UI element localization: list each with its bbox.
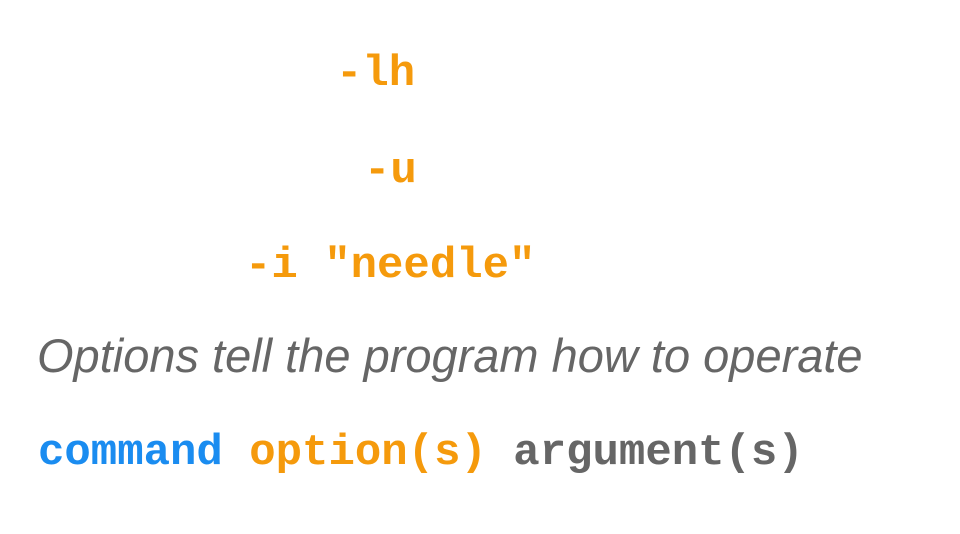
caption: Options tell the program how to operate	[37, 329, 863, 382]
syntax-command: command	[38, 428, 223, 478]
option-example-i-needle: -i "needle"	[245, 241, 536, 291]
option-example-u: -u	[364, 146, 417, 196]
command-syntax-line: command option(s) argument(s)	[38, 431, 804, 475]
syntax-arguments: argument(s)	[513, 428, 804, 478]
option-example-lh: -lh	[336, 49, 416, 99]
syntax-options: option(s)	[249, 428, 487, 478]
